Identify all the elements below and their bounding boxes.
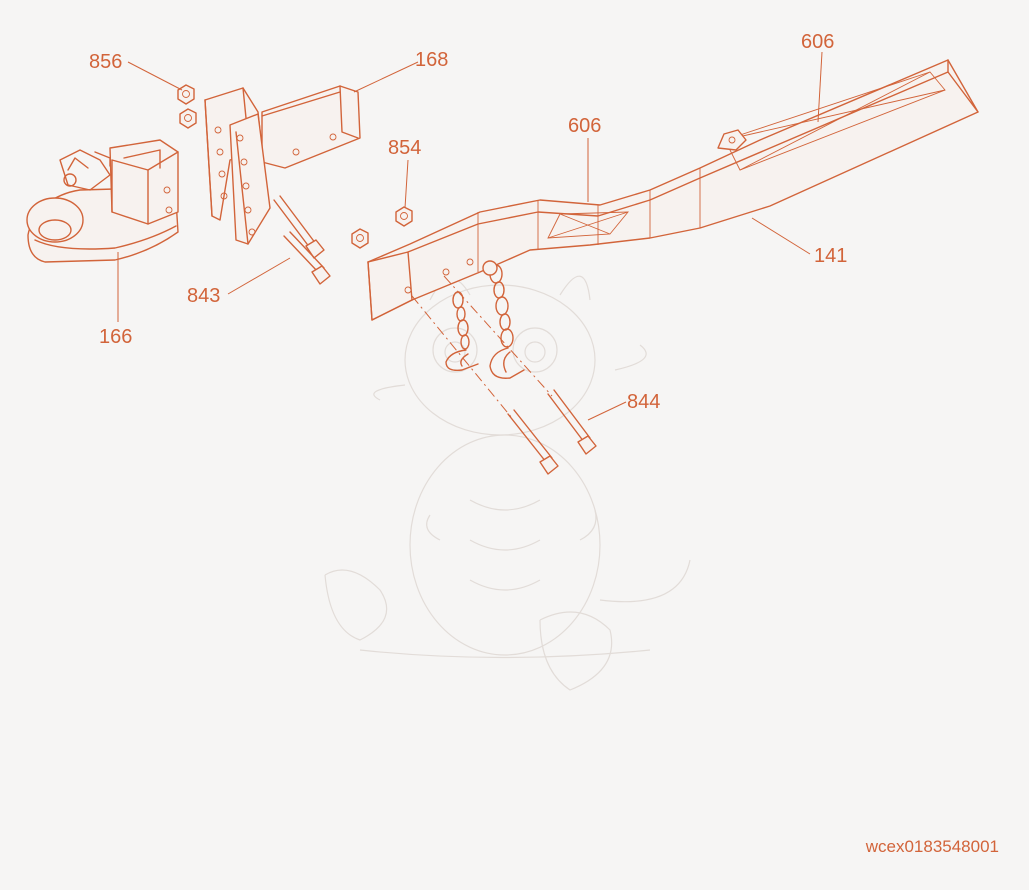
callout-168: 168: [415, 49, 448, 71]
dragon-watermark: [324, 275, 691, 691]
callout-606-top: 606: [801, 31, 834, 53]
part-856-nuts: [177, 84, 197, 129]
part-844-bolts: [411, 275, 597, 475]
part-166-coupler: [26, 139, 179, 263]
safety-chains: [445, 260, 525, 379]
callout-844: 844: [627, 391, 660, 413]
callout-854: 854: [388, 137, 421, 159]
callout-141: 141: [814, 245, 847, 267]
part-843-bolts: [273, 195, 331, 285]
callout-843: 843: [187, 285, 220, 307]
callout-856: 856: [89, 51, 122, 73]
callout-labels: 856 168 606 606 854 141 843 166 844: [89, 31, 847, 413]
callout-166: 166: [99, 326, 132, 348]
callout-606-mid: 606: [568, 115, 601, 137]
part-854-nuts: [351, 206, 413, 249]
leader-lines: [117, 51, 823, 421]
document-code: wcex0183548001: [865, 837, 999, 856]
part-168-bracket: [204, 85, 361, 245]
part-141-tongue: [367, 59, 979, 321]
